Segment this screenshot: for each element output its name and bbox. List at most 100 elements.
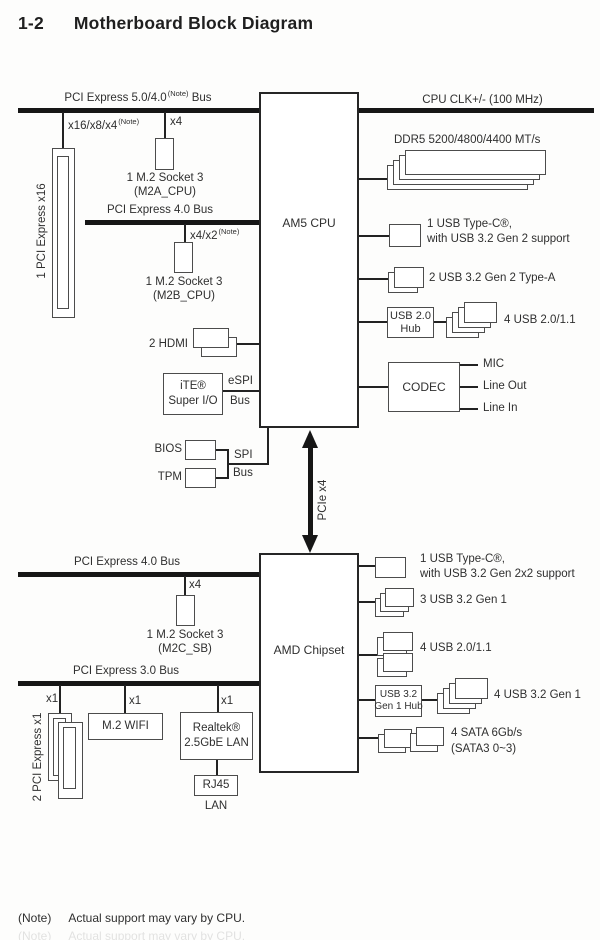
m2c-socket (176, 595, 195, 626)
codec-link-line (359, 386, 388, 388)
codec-block: CODEC (388, 362, 460, 412)
m2b-socket (174, 242, 193, 273)
x1-branch-line-a (59, 685, 61, 713)
bios-stub-line (216, 449, 228, 451)
usb32gen1-4-label: 4 USB 3.2 Gen 1 (494, 689, 581, 701)
x1-branch-line-c (217, 685, 219, 712)
x4x2-branch-label: x4/x2(Note) (190, 227, 240, 242)
lan-label: LAN (204, 800, 228, 812)
tpm-chip (185, 468, 216, 488)
hdmi-link-line (237, 343, 259, 345)
x4-bottom-label: x4 (189, 579, 202, 591)
usb20-chipset-port-stack (377, 632, 413, 677)
m2a-socket (155, 138, 174, 170)
usb32hub-port-line (422, 699, 437, 701)
espi-bus-line (223, 390, 259, 392)
cpu-clk-line (359, 108, 594, 113)
usb32gen2-label: 2 USB 3.2 Gen 2 Type-A (429, 272, 556, 284)
page-title: Motherboard Block Diagram (73, 13, 314, 33)
m2c-label: 1 M.2 Socket 3(M2C_SB) (146, 629, 224, 655)
hdmi-label: 2 HDMI (149, 338, 188, 350)
sata-link-line (359, 737, 378, 739)
sata-port-stack (378, 727, 444, 753)
pcie-x16-slot (52, 148, 75, 318)
arrow-down-icon (302, 535, 318, 553)
usb32gen1-3-label: 3 USB 3.2 Gen 1 (420, 594, 507, 606)
linein-label: Line In (483, 402, 518, 414)
lineout-stub-line (460, 386, 478, 388)
sata-label-line2: (SATA3 0~3) (451, 743, 517, 755)
slot-inner (63, 727, 76, 789)
port-box (383, 632, 413, 651)
pcie4-top-bus-label: PCI Express 4.0 Bus (106, 204, 214, 216)
pcie5-bus-line (18, 108, 259, 113)
usb20-cpu-label: 4 USB 2.0/1.1 (504, 314, 576, 326)
chipset-block: AMD Chipset (259, 553, 359, 773)
port-box (383, 653, 413, 672)
rj45-link-line (216, 760, 218, 775)
lan-chip: Realtek®2.5GbE LAN (180, 712, 253, 760)
footnote-ghost: (Note) Actual support may vary by CPU. (18, 929, 245, 940)
lineout-label: Line Out (483, 380, 527, 392)
linein-stub-line (460, 408, 478, 410)
usb20-cpu-port-stack (446, 302, 497, 338)
cpu-clk-label: CPU CLK+/- (100 MHz) (422, 94, 543, 106)
usbc-cpu-link-line (359, 235, 389, 237)
pcie-x4-arrow (308, 444, 313, 538)
x16-branch-label: x16/x8/x4(Note) (68, 117, 140, 132)
x4-branch-label: x4 (170, 116, 183, 128)
cpu-block: AM5 CPU (259, 92, 359, 428)
x1-label-b: x1 (129, 695, 142, 707)
port-box (384, 729, 412, 748)
port-box (455, 678, 488, 699)
usbc-chipset-label: 1 USB Type-C®,with USB 3.2 Gen 2x2 suppo… (420, 553, 575, 580)
usb32gen1-4-port-stack (437, 678, 488, 714)
pcie3-bus-line (18, 681, 259, 686)
ddr5-label: DDR5 5200/4800/4400 MT/s (394, 134, 541, 146)
x1-branch-line-b (124, 685, 126, 713)
dimm-slot (405, 150, 546, 175)
bios-chip (185, 440, 216, 460)
usb32hub-link-line (359, 699, 375, 701)
espi-label-bottom: Bus (230, 395, 250, 407)
tpm-label: TPM (157, 471, 182, 483)
footnote-text: Actual support may vary by CPU. (68, 911, 246, 925)
hdmi-port-stack (193, 328, 237, 357)
pcie-x16-slot-label: 1 PCI Express x16 (36, 183, 48, 279)
usb32gen2-link-line (359, 278, 388, 280)
usbc-chipset-port (375, 557, 406, 578)
usb20-chipset-link-line (359, 654, 377, 656)
footnote-label: (Note) (18, 911, 52, 925)
pcie4-bottom-bus-label: PCI Express 4.0 Bus (73, 556, 181, 568)
port-box (394, 267, 424, 288)
m2c-branch-line (184, 576, 186, 595)
port-box (385, 588, 414, 607)
mic-label: MIC (483, 358, 505, 370)
usbc-chipset-link-line (359, 565, 375, 567)
rj45-port: RJ45 (194, 775, 238, 796)
spi-label-bottom: Bus (233, 467, 253, 479)
bios-label: BIOS (154, 443, 182, 455)
page-header: 1-2 Motherboard Block Diagram (18, 13, 313, 34)
usbc-cpu-label: 1 USB Type-C®,with USB 3.2 Gen 2 support (427, 218, 570, 245)
pcie4-bottom-bus-line (18, 572, 259, 577)
section-number: 1-2 (18, 13, 44, 33)
super-io-chip: iTE®Super I/O (163, 373, 223, 415)
port-box (416, 727, 444, 746)
arrow-up-icon (302, 430, 318, 448)
spi-riser-line (267, 428, 269, 465)
chipset-label: AMD Chipset (273, 643, 345, 657)
usb32gen1-3-port-stack (375, 588, 415, 618)
pcie4-top-bus-line (85, 220, 259, 225)
usb20hub-port-line (434, 321, 447, 323)
footnote: (Note) Actual support may vary by CPU. (18, 911, 245, 925)
dimm-stack (387, 150, 546, 191)
footnote-ghost-text: Actual support may vary by CPU. (68, 929, 246, 940)
tpm-stub-line (216, 477, 228, 479)
usb20-chipset-label: 4 USB 2.0/1.1 (420, 642, 492, 654)
slot-inner (57, 156, 69, 309)
usb20hub-link-line (359, 321, 387, 323)
usb32gen1-3-link-line (359, 601, 378, 603)
